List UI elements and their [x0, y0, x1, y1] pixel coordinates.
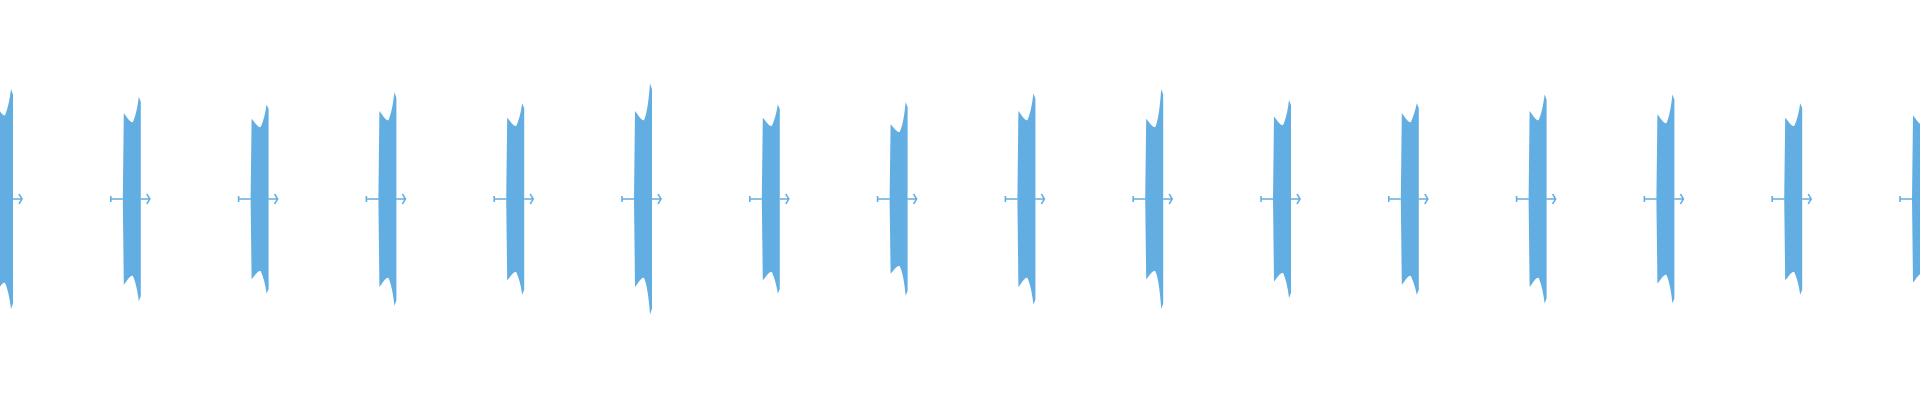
waveform-pulse-tail: [1771, 193, 1813, 205]
waveform-pulse-tail: [1388, 193, 1429, 205]
waveform-pulse-body: [761, 104, 780, 294]
waveform-pulse-body: [1912, 115, 1920, 283]
waveform-pulse-tail: [1260, 193, 1301, 205]
waveform-pulse-body: [1145, 89, 1164, 309]
waveform-pulse: [237, 104, 279, 294]
waveform-pulse-tail: [1515, 193, 1557, 205]
waveform-pulse-body: [506, 103, 525, 295]
waveform-pulse-body: [1017, 93, 1036, 305]
waveform-pulse-tail: [110, 193, 151, 205]
waveform-pulse-body: [1273, 100, 1291, 298]
waveform-pulse-body: [0, 89, 13, 309]
waveform-pulse-tail: [876, 193, 918, 205]
waveform-pulse-tail: [365, 193, 407, 205]
waveform-pulse-tail: [1004, 193, 1046, 205]
waveform-pulse: [365, 92, 407, 306]
waveform-pulse: [0, 89, 23, 309]
waveform-pulse: [1515, 94, 1557, 304]
waveform-pulse-tail: [1643, 193, 1685, 205]
waveform-pulse-body: [378, 92, 397, 306]
waveform-pulse: [1132, 89, 1174, 309]
waveform-pulse-tail: [493, 193, 535, 205]
waveform-pulse: [621, 83, 662, 315]
waveform-pulse-tail: [749, 193, 790, 205]
waveform-pulse-body: [1528, 94, 1547, 304]
waveform-pulse-body: [122, 96, 141, 302]
waveform-pulse: [110, 96, 151, 302]
waveform-pulse: [1388, 103, 1429, 295]
waveform-pulse: [1771, 103, 1813, 295]
waveform-pulse-body: [889, 102, 908, 296]
waveform-pulse: [493, 103, 535, 295]
waveform-pulse: [1643, 94, 1685, 304]
waveform-pulse-body: [1784, 103, 1803, 295]
waveform-pulse-tail: [1132, 193, 1174, 205]
waveform-pulse-body: [1400, 103, 1419, 295]
waveform-pulse-body: [634, 83, 652, 315]
waveform-pulse: [1260, 100, 1301, 298]
waveform-pulse: [1004, 93, 1046, 305]
waveform-pulse-tail: [1899, 196, 1912, 202]
waveform-pulse: [876, 102, 918, 296]
waveform-pulse-body: [250, 104, 269, 294]
waveform-pulse: [1899, 115, 1920, 283]
waveform-pulse-body: [1656, 94, 1675, 304]
waveform-pulse-tail: [621, 193, 662, 205]
waveform-pulse: [749, 104, 790, 294]
waveform-pulse-tail: [237, 193, 279, 205]
